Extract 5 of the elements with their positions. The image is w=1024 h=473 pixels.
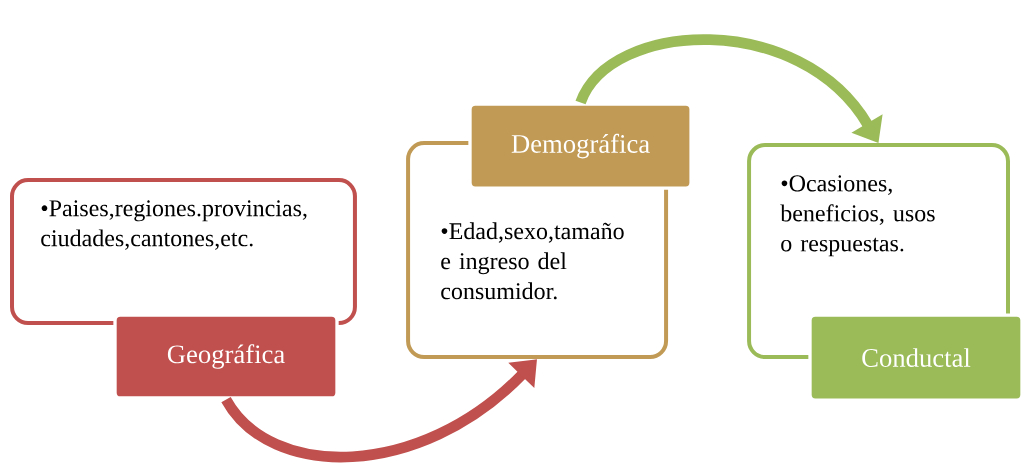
curved-arrow bbox=[221, 359, 537, 462]
label-box: Geográfica bbox=[113, 313, 339, 400]
label-box: Demográfica bbox=[468, 102, 693, 190]
label-box: Conductal bbox=[808, 313, 1024, 402]
text-box: •Paises,regiones.provincias,ciudades,cantones,etc. bbox=[10, 178, 357, 326]
